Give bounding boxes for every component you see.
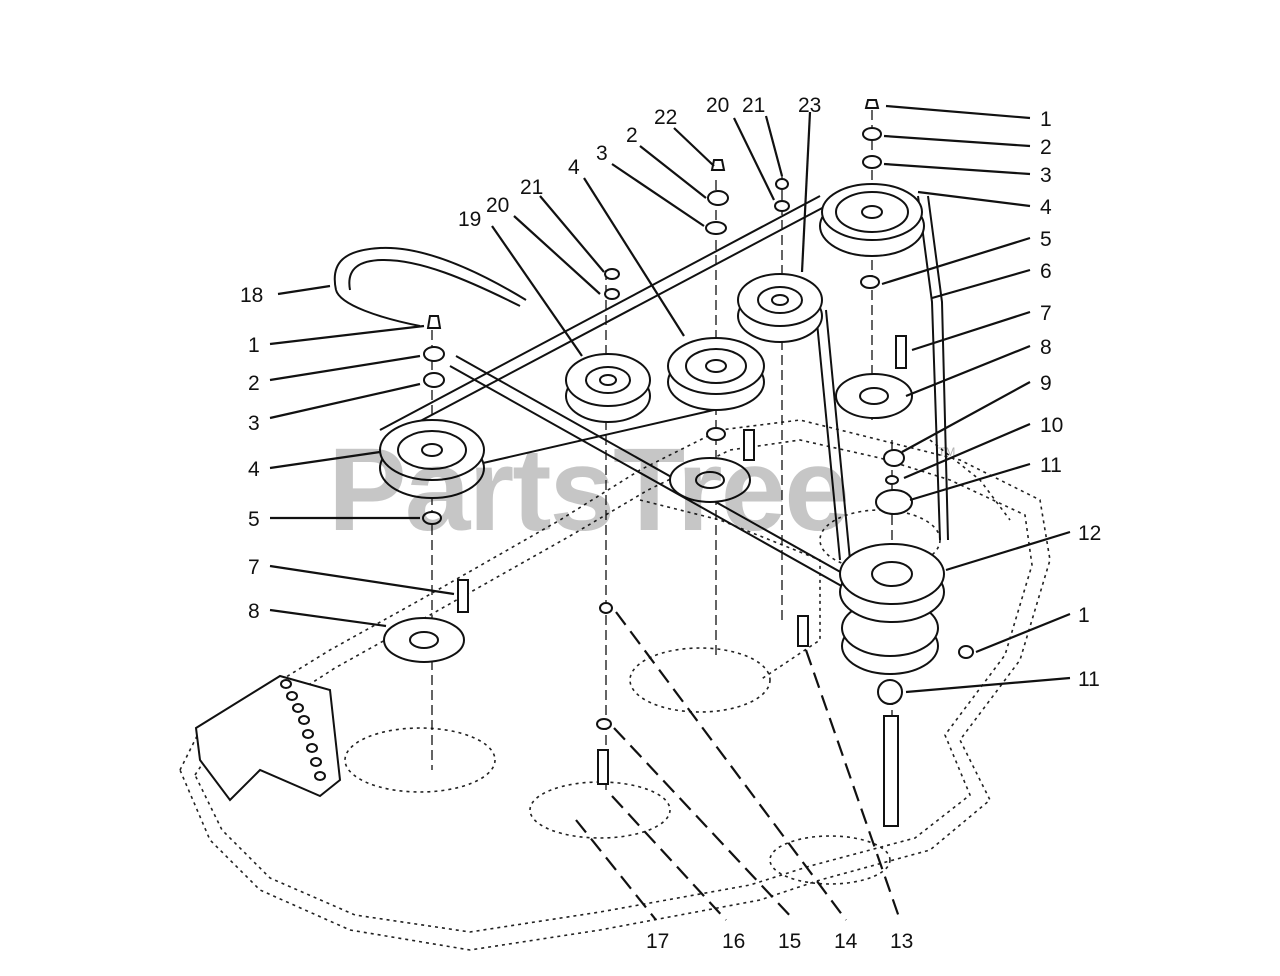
callout-19: 19 bbox=[458, 208, 481, 231]
callout-21-top: 21 bbox=[742, 94, 765, 117]
callout-2-left: 2 bbox=[248, 372, 260, 395]
callout-22: 22 bbox=[654, 106, 677, 129]
pulley-left bbox=[379, 419, 485, 499]
hardware-middle-mount bbox=[596, 427, 809, 785]
callout-15: 15 bbox=[778, 930, 801, 953]
pulley-right-top bbox=[819, 183, 925, 257]
callout-23: 23 bbox=[798, 94, 821, 117]
callout-4-left: 4 bbox=[248, 458, 260, 481]
callout-4-mid: 4 bbox=[568, 156, 580, 179]
callout-16: 16 bbox=[722, 930, 745, 953]
pulley-12 bbox=[839, 543, 974, 827]
callout-18: 18 bbox=[240, 284, 263, 307]
callout-5-left: 5 bbox=[248, 508, 260, 531]
callout-10: 10 bbox=[1040, 414, 1063, 437]
belt-18 bbox=[333, 246, 527, 327]
callout-20-top: 20 bbox=[706, 94, 729, 117]
callout-9: 9 bbox=[1040, 372, 1052, 395]
callout-7: 7 bbox=[1040, 302, 1052, 325]
leader-lines bbox=[269, 104, 1071, 921]
hardware-left bbox=[383, 315, 469, 663]
callout-21: 21 bbox=[520, 176, 543, 199]
callout-12: 12 bbox=[1078, 522, 1101, 545]
callout-11-lower: 11 bbox=[1078, 668, 1100, 691]
callout-4: 4 bbox=[1040, 196, 1052, 219]
callout-labels: 1 2 3 4 5 6 7 8 9 10 11 12 1 11 18 1 2 3… bbox=[240, 94, 1101, 953]
callout-1-lower: 1 bbox=[1078, 604, 1090, 627]
callout-7-left: 7 bbox=[248, 556, 260, 579]
callout-2: 2 bbox=[1040, 136, 1052, 159]
callout-17: 17 bbox=[646, 930, 669, 953]
pulley-23 bbox=[737, 273, 823, 343]
pulley-19 bbox=[565, 353, 651, 423]
callout-2-mid: 2 bbox=[626, 124, 638, 147]
belt-19 bbox=[379, 195, 827, 467]
callout-6: 6 bbox=[1040, 260, 1052, 283]
hardware-top-middle bbox=[604, 159, 790, 300]
callout-11: 11 bbox=[1040, 454, 1062, 477]
hardware-right-top bbox=[835, 99, 913, 515]
callout-8-left: 8 bbox=[248, 600, 260, 623]
watermark: PartsTree bbox=[328, 424, 848, 556]
callout-3-mid: 3 bbox=[596, 142, 608, 165]
callout-1: 1 bbox=[1040, 108, 1052, 131]
belt-mid bbox=[449, 355, 877, 603]
pulley-middle bbox=[667, 337, 765, 411]
callout-14: 14 bbox=[834, 930, 858, 953]
callout-3: 3 bbox=[1040, 164, 1052, 187]
callout-20: 20 bbox=[486, 194, 509, 217]
callout-3-left: 3 bbox=[248, 412, 260, 435]
callout-13: 13 bbox=[890, 930, 913, 953]
callout-5: 5 bbox=[1040, 228, 1052, 251]
watermark-tm: TM bbox=[938, 445, 955, 459]
callout-1-left: 1 bbox=[248, 334, 260, 357]
callout-8: 8 bbox=[1040, 336, 1052, 359]
